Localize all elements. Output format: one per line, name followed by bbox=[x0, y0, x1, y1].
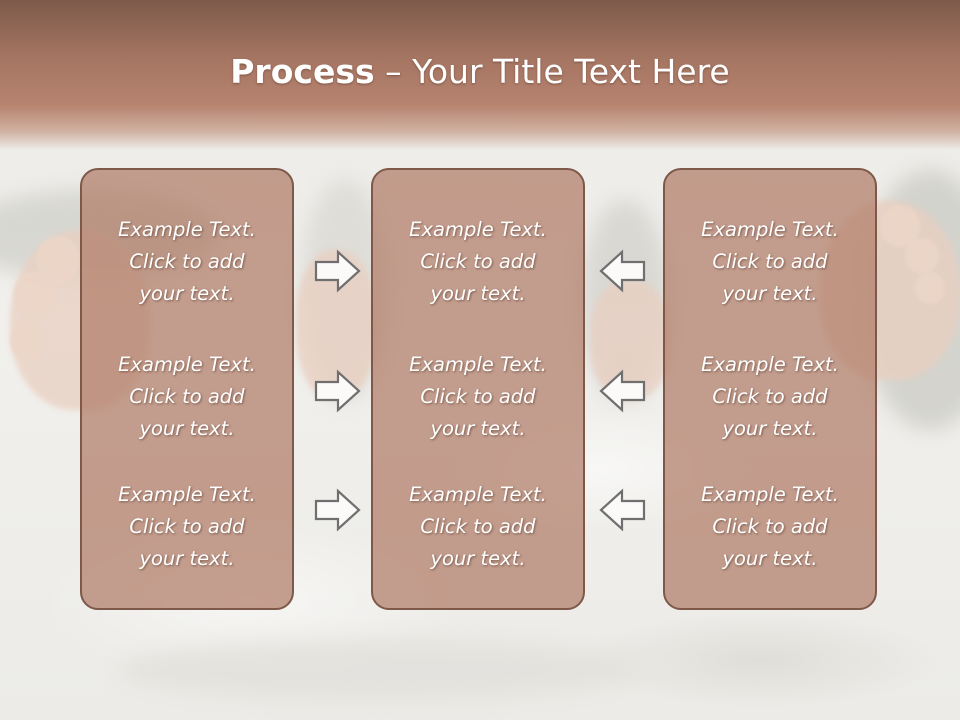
text-block[interactable]: Example Text. Click to add your text. bbox=[373, 349, 583, 445]
text-line: Example Text. bbox=[118, 218, 256, 241]
text-line: your text. bbox=[139, 282, 235, 305]
text-line: your text. bbox=[139, 417, 235, 440]
text-line: Click to add bbox=[420, 250, 536, 273]
text-line: Click to add bbox=[129, 515, 245, 538]
sheet-fold bbox=[120, 640, 640, 700]
slide-title[interactable]: Process – Your Title Text Here bbox=[0, 52, 960, 91]
text-line: Example Text. bbox=[118, 483, 256, 506]
text-line: Click to add bbox=[712, 385, 828, 408]
text-block[interactable]: Example Text. Click to add your text. bbox=[82, 214, 292, 310]
arrow-right-icon[interactable] bbox=[314, 488, 362, 532]
toe bbox=[915, 272, 945, 304]
title-bold: Process bbox=[230, 52, 375, 91]
text-line: Example Text. bbox=[701, 353, 839, 376]
process-box-center[interactable]: Example Text. Click to add your text. Ex… bbox=[371, 168, 585, 610]
text-line: Example Text. bbox=[118, 353, 256, 376]
text-block[interactable]: Example Text. Click to add your text. bbox=[82, 349, 292, 445]
text-line: Click to add bbox=[420, 515, 536, 538]
text-block[interactable]: Example Text. Click to add your text. bbox=[665, 349, 875, 445]
title-band bbox=[0, 0, 960, 150]
text-block[interactable]: Example Text. Click to add your text. bbox=[82, 479, 292, 575]
text-line: Click to add bbox=[712, 515, 828, 538]
text-line: your text. bbox=[139, 547, 235, 570]
text-line: Example Text. bbox=[701, 483, 839, 506]
text-line: Click to add bbox=[129, 385, 245, 408]
toe bbox=[36, 236, 80, 284]
text-line: your text. bbox=[722, 417, 818, 440]
text-line: Example Text. bbox=[409, 353, 547, 376]
right-heel bbox=[590, 280, 670, 400]
text-line: your text. bbox=[722, 547, 818, 570]
arrow-right-icon[interactable] bbox=[314, 249, 362, 293]
process-box-left[interactable]: Example Text. Click to add your text. Ex… bbox=[80, 168, 294, 610]
toe bbox=[10, 320, 44, 360]
text-line: Example Text. bbox=[409, 218, 547, 241]
arrow-right-icon[interactable] bbox=[314, 369, 362, 413]
toe bbox=[905, 238, 939, 274]
arrow-left-icon[interactable] bbox=[598, 249, 646, 293]
text-line: Click to add bbox=[712, 250, 828, 273]
text-line: Click to add bbox=[129, 250, 245, 273]
arrow-left-icon[interactable] bbox=[598, 369, 646, 413]
text-line: Example Text. bbox=[701, 218, 839, 241]
text-line: your text. bbox=[722, 282, 818, 305]
text-line: your text. bbox=[430, 547, 526, 570]
title-rest: – Your Title Text Here bbox=[374, 52, 730, 91]
text-line: Example Text. bbox=[409, 483, 547, 506]
arrow-left-icon[interactable] bbox=[598, 488, 646, 532]
text-block[interactable]: Example Text. Click to add your text. bbox=[665, 214, 875, 310]
text-line: your text. bbox=[430, 282, 526, 305]
process-box-right[interactable]: Example Text. Click to add your text. Ex… bbox=[663, 168, 877, 610]
text-block[interactable]: Example Text. Click to add your text. bbox=[665, 479, 875, 575]
text-block[interactable]: Example Text. Click to add your text. bbox=[373, 479, 583, 575]
text-block[interactable]: Example Text. Click to add your text. bbox=[373, 214, 583, 310]
text-line: Click to add bbox=[420, 385, 536, 408]
text-line: your text. bbox=[430, 417, 526, 440]
